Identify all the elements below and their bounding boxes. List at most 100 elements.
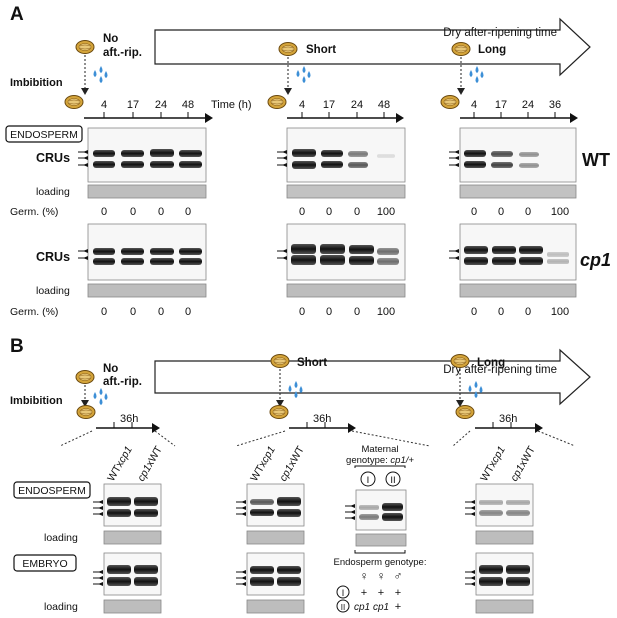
imbibition-label: Imbibition [10, 77, 63, 89]
stage-short-label: Short [306, 44, 336, 56]
after-ripening-arrow [154, 17, 591, 77]
endosperm-box [5, 125, 83, 143]
time-tick: 48 [378, 99, 390, 111]
time-tick: 24 [155, 99, 167, 111]
endosperm-genotype-label: Endosperm genotype: [334, 557, 427, 568]
germ-value: 0 [101, 206, 107, 218]
panel-b-label: B [10, 336, 24, 357]
loading-strip [286, 184, 406, 199]
time-tick: 4 [101, 99, 107, 111]
loading-label: loading [36, 285, 70, 297]
roman-ii-badge: II [390, 475, 395, 486]
seed-icon [278, 42, 298, 56]
after-ripening-arrow [154, 348, 591, 406]
lane-label-cp1-x-wt: cp1xWT [277, 444, 307, 484]
germ-value: 100 [551, 206, 569, 218]
seed-icon [64, 95, 84, 109]
stage-no-line1: No [103, 33, 118, 45]
cp1-label: cp1 [580, 250, 611, 270]
lane-label-wt-x-cp1: WTxcp1 [248, 444, 278, 483]
lane-label-cp1-x-wt: cp1xWT [135, 444, 165, 484]
germ-value: 0 [185, 306, 191, 318]
germ-value: 0 [326, 306, 332, 318]
time-tick: 24 [351, 99, 363, 111]
germ-value: 0 [158, 206, 164, 218]
time-axis-36h [59, 405, 176, 447]
time-tick: 48 [182, 99, 194, 111]
male-symbol: ♂ [394, 569, 403, 583]
imbibition-label: Imbibition [10, 395, 63, 407]
germ-value: 100 [377, 206, 395, 218]
time-tick: 17 [323, 99, 335, 111]
genotype-plus: + [395, 587, 401, 599]
embryo-box [13, 554, 77, 572]
loading-strip [87, 184, 207, 199]
stage-no-line2: aft.-rip. [103, 47, 142, 59]
germ-value: 0 [101, 306, 107, 318]
time-tick: 17 [495, 99, 507, 111]
time-tick: 4 [471, 99, 477, 111]
germ-value: 0 [498, 206, 504, 218]
genotype-plus: + [378, 587, 384, 599]
stage-no-line1: No [103, 363, 118, 375]
time-tick: 17 [127, 99, 139, 111]
genotype-cp1: cp1 [373, 602, 389, 613]
germ-value: 0 [299, 206, 305, 218]
arrow-label-a: Dry after-ripening time [443, 27, 557, 39]
germ-value: 0 [354, 206, 360, 218]
cru-label: CRUs [36, 250, 70, 264]
time-tick: 24 [522, 99, 534, 111]
loading-strip [286, 283, 406, 298]
female-symbol: ♀ [377, 569, 386, 583]
stage-long-label: Long [477, 357, 505, 369]
germ-value: 0 [158, 306, 164, 318]
endosperm-label: ENDOSPERM [18, 485, 86, 497]
loading-strip [475, 599, 534, 614]
maternal-line1: Maternal [362, 444, 399, 455]
time-unit: Time (h) [211, 99, 252, 111]
water-drops-icon [469, 66, 484, 83]
germ-value: 0 [130, 306, 136, 318]
time-tick: 4 [299, 99, 305, 111]
time-axis-36h [452, 405, 576, 447]
seed-icon [75, 370, 95, 384]
loading-strip [87, 283, 207, 298]
lane-label-wt-x-cp1: WTxcp1 [478, 444, 508, 483]
germ-value: 0 [525, 206, 531, 218]
loading-strip [459, 184, 577, 199]
germ-value: 0 [498, 306, 504, 318]
wt-label: WT [582, 150, 610, 170]
endosperm-box [13, 481, 91, 499]
loading-strip [246, 599, 305, 614]
germ-value: 0 [525, 306, 531, 318]
loading-strip [246, 530, 305, 545]
time-tick: 36 [549, 99, 561, 111]
seed-icon [451, 42, 471, 56]
germ-value: 0 [471, 206, 477, 218]
loading-strip [459, 283, 577, 298]
seed-icon [270, 354, 290, 368]
panel-a-label: A [10, 4, 24, 25]
time-36h: 36h [120, 413, 138, 425]
seed-icon [440, 95, 460, 109]
germ-value: 0 [299, 306, 305, 318]
embryo-label: EMBRYO [22, 558, 67, 570]
genotype-plus: + [361, 587, 367, 599]
loading-strip [103, 599, 162, 614]
water-drops-icon [93, 388, 108, 405]
germ-label: Germ. (%) [10, 306, 58, 318]
loading-label: loading [44, 601, 78, 613]
stage-no-line2: aft.-rip. [103, 376, 142, 388]
germ-value: 0 [185, 206, 191, 218]
female-symbol: ♀ [360, 569, 369, 583]
roman-i-badge: I [342, 588, 345, 598]
endosperm-label: ENDOSPERM [10, 129, 78, 141]
germ-value: 0 [471, 306, 477, 318]
loading-label: loading [44, 532, 78, 544]
seed-icon [75, 40, 95, 54]
time-36h: 36h [499, 413, 517, 425]
seed-icon [450, 354, 470, 368]
germ-value: 100 [377, 306, 395, 318]
time-36h: 36h [313, 413, 331, 425]
